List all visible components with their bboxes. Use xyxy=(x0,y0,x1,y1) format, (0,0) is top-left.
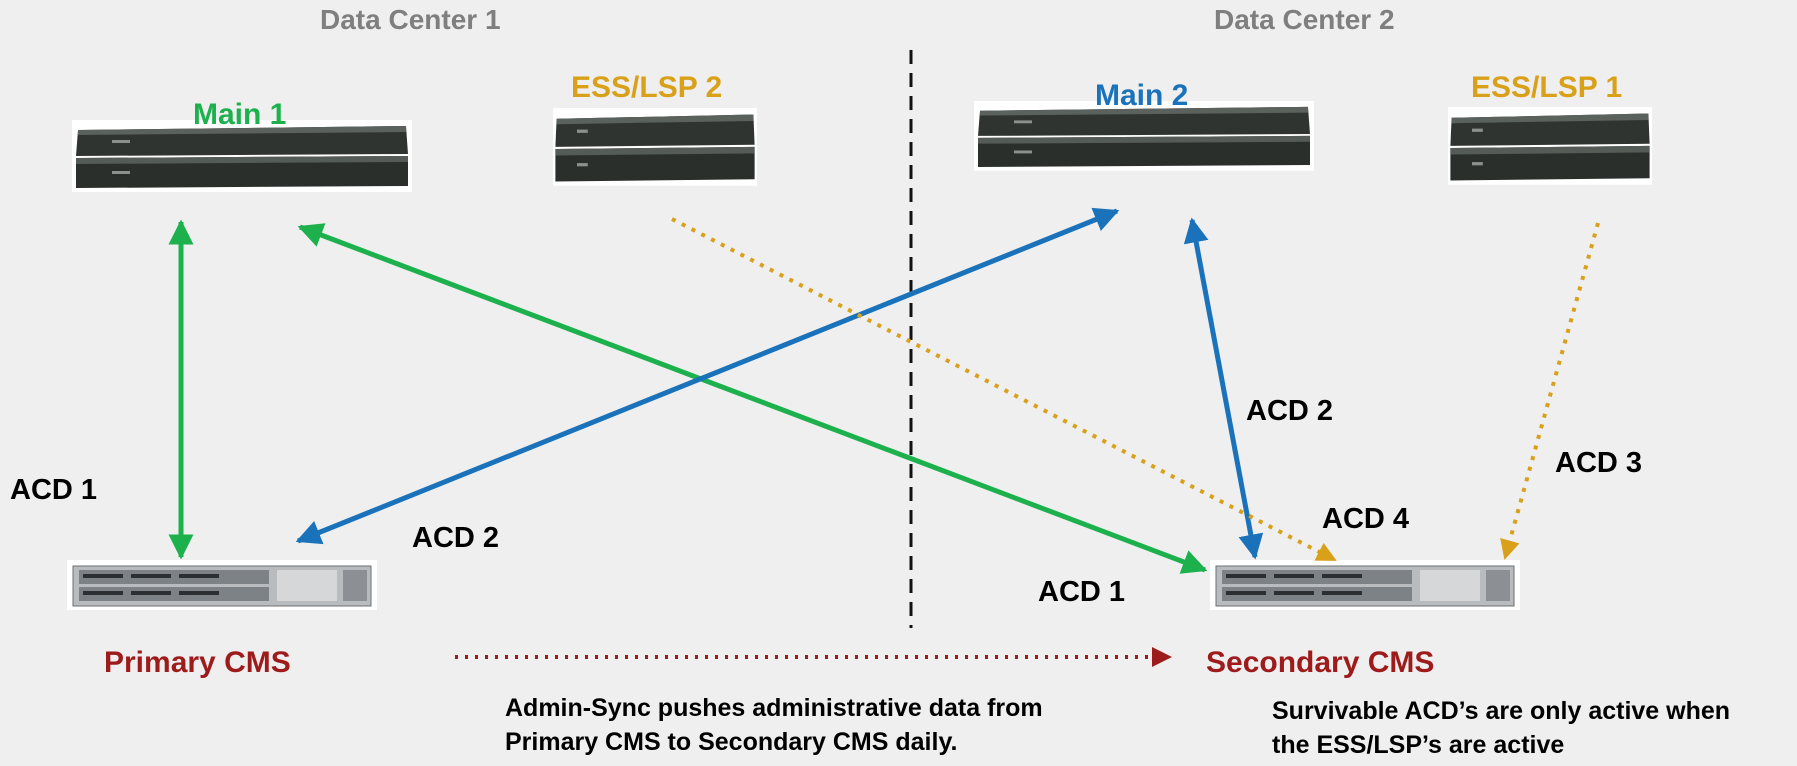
secondary-cms-server xyxy=(1209,559,1521,611)
survivable-note: Survivable ACD’s are only active when th… xyxy=(1272,694,1730,762)
data-center-2-label: Data Center 2 xyxy=(1214,4,1395,35)
acd2-left-label: ACD 2 xyxy=(412,522,500,554)
ess-lsp2-label: ESS/LSP 2 xyxy=(571,71,723,104)
ess-lsp1-label: ESS/LSP 1 xyxy=(1471,71,1623,104)
admin-sync-note-line2: Primary CMS to Secondary CMS daily. xyxy=(505,728,958,756)
main1-secondary-cms-link xyxy=(297,223,1208,574)
survivable-note-line2: the ESS/LSP’s are active xyxy=(1272,731,1565,759)
acd1-right-label: ACD 1 xyxy=(1038,576,1126,608)
admin-sync-note-line1: Admin-Sync pushes administrative data fr… xyxy=(505,694,1043,722)
acd1-left-label: ACD 1 xyxy=(10,474,98,506)
admin-sync-note: Admin-Sync pushes administrative data fr… xyxy=(505,691,1043,759)
ess-lsp1-server xyxy=(1448,107,1652,185)
primary-cms-label: Primary CMS xyxy=(104,646,291,679)
ess-lsp2-server xyxy=(553,108,757,186)
survivable-note-line1: Survivable ACD’s are only active when xyxy=(1272,697,1731,725)
main2-label: Main 2 xyxy=(1095,79,1189,112)
main1-label: Main 1 xyxy=(193,98,287,131)
ess-lsp1-secondary-cms-link xyxy=(1500,222,1600,560)
acd4-label: ACD 4 xyxy=(1322,503,1410,535)
ess-lsp2-secondary-cms-link xyxy=(671,217,1337,562)
secondary-cms-label: Secondary CMS xyxy=(1206,646,1435,679)
primary-cms-server xyxy=(66,559,378,611)
main2-primary-cms-link xyxy=(295,207,1120,545)
acd2-right-label: ACD 2 xyxy=(1246,395,1334,427)
data-center-1-label: Data Center 1 xyxy=(320,4,501,35)
main2-secondary-cms-link xyxy=(1183,217,1264,560)
acd3-label: ACD 3 xyxy=(1555,447,1643,479)
